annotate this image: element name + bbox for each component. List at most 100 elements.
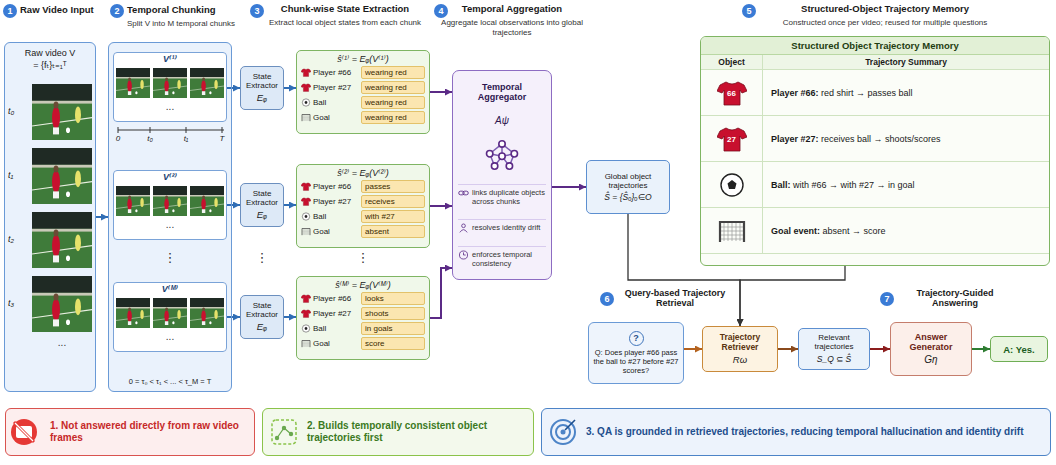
goal-net — [302, 120, 310, 121]
node-text: Eᵩ — [257, 321, 268, 332]
goal-net — [723, 223, 724, 241]
network-node — [499, 153, 505, 159]
summary-subject: Goal event: — [771, 226, 820, 236]
state-row: Player #27 wearing red — [301, 81, 425, 94]
goal-net — [306, 229, 307, 235]
link-shape — [463, 191, 469, 195]
chunk-fill — [113, 282, 227, 352]
trajectory-icon — [272, 420, 296, 444]
connector-arrow — [778, 348, 798, 350]
connector-arrow — [430, 205, 452, 207]
connector-arrow — [227, 316, 240, 318]
goal-net — [720, 234, 744, 235]
person-shape — [462, 224, 466, 228]
object-state: in goals — [361, 322, 425, 335]
object-name: Player #27 — [313, 83, 351, 92]
node-text: 3. QA is grounded in retrieved trajector… — [586, 426, 1042, 438]
object-cell: Goal — [301, 113, 361, 122]
time-label: t₃ — [8, 298, 30, 308]
state-row: Goalwearing red — [301, 111, 425, 124]
jersey-icon — [301, 182, 311, 191]
node-text: V⁽²⁾ — [114, 171, 226, 182]
summary-cell: Player #27: receives ball → shoots/score… — [763, 116, 1049, 162]
ball-patch — [305, 215, 308, 218]
aggregator-note: resolves identity drift — [472, 223, 540, 232]
panel-fill — [4, 42, 96, 392]
section-title: Temporal Aggregation — [442, 4, 582, 15]
chunk-frame — [153, 298, 187, 328]
node-text: State Extractor — [244, 302, 280, 320]
connector-arrow — [284, 204, 296, 206]
goal-net — [304, 115, 305, 121]
connector-arrow — [972, 348, 990, 350]
chunk-frame — [190, 298, 224, 328]
object-cell: Ball — [301, 98, 361, 107]
state-row: Goalabsent — [301, 225, 425, 238]
state-row: Player #66looks — [301, 292, 425, 305]
object-state: wearing red — [361, 81, 425, 94]
video-frame — [32, 212, 92, 268]
state-formula: ŝ⁽²⁾ = Eᵩ(V⁽²⁾) — [301, 168, 425, 178]
trajectory-icon — [282, 426, 286, 430]
section-subtitle: Split V into M temporal chunks — [127, 19, 252, 29]
ball-icon — [717, 172, 747, 198]
summary-text: receives ball → shoots/scores — [819, 134, 941, 144]
answer-box: A: Yes. — [990, 336, 1048, 362]
goal-net — [302, 117, 310, 118]
state-row: Player #27receives — [301, 195, 425, 208]
object-cell: Player #66 — [301, 182, 361, 191]
extractor-box: State ExtractorEᵩ — [240, 66, 284, 110]
section-subtitle: Aggregate local observations into global… — [437, 18, 587, 37]
object-state: wearing red — [361, 96, 425, 109]
vertical-ellipsis: ⋮ — [353, 251, 373, 265]
goal-net — [306, 115, 307, 121]
summary-subject: Ball: — [771, 180, 791, 190]
no-video-icon — [11, 419, 37, 445]
tick-label: T — [215, 134, 229, 143]
object-name: Ball — [313, 98, 326, 107]
column-header: Trajectory Summary — [763, 55, 1049, 70]
goal-net — [302, 344, 310, 345]
object-cell: Goal — [301, 339, 361, 348]
object-cell: Player #27 — [301, 197, 361, 206]
summary-cell: Ball: with #66 → with #27 → in goal — [763, 162, 1049, 208]
object-state: shoots — [361, 307, 425, 320]
object-state: score — [361, 337, 425, 350]
jersey-icon — [301, 309, 311, 318]
goal-net — [302, 342, 310, 343]
net-icon — [482, 139, 522, 171]
ball-icon — [301, 212, 311, 221]
node-text: Global object trajectories — [590, 172, 666, 190]
trajectory-icon — [289, 432, 293, 436]
object-state: with #27 — [361, 210, 425, 223]
ellipsis: ... — [155, 102, 185, 112]
network-node — [506, 163, 512, 169]
summary-text: with #66 → with #27 → in goal — [791, 180, 915, 190]
node-text: Answer Generator — [894, 333, 968, 353]
clock-icon — [458, 250, 469, 260]
question-icon: ? — [629, 331, 644, 346]
node-text: 0 = τ₀ < τ₁ < ... < τ_M = T — [109, 377, 231, 386]
node-text: Trajectory Retriever — [706, 333, 774, 352]
state-box: ŝ⁽²⁾ = Eᵩ(V⁽²⁾)Player #66passesPlayer #2… — [296, 164, 430, 248]
tick-label: t₁ — [179, 134, 193, 143]
goal-frame — [720, 222, 744, 242]
goal-net — [739, 223, 740, 241]
trajectory-box: Relevant trajectoriesS_Q ⊆ Ŝ — [798, 328, 870, 370]
connector-arrow — [227, 204, 240, 206]
ball-patch — [305, 101, 308, 104]
aggregator-item: enforces temporal consistency — [458, 246, 546, 268]
object-name: Ball — [313, 212, 326, 221]
summary-cell: Player #66: red shirt → passes ball — [763, 70, 1049, 116]
section-title: Structured-Object Trajectory Memory — [755, 4, 1015, 15]
section-subtitle: Extract local object states from each ch… — [253, 18, 438, 28]
takeaway-fill — [5, 408, 255, 456]
state-box: ŝ⁽ᴹ⁾ = Eᵩ(V⁽ᴹ⁾)Player #66looksPlayer #27… — [296, 276, 430, 360]
timeline-tick — [222, 127, 223, 133]
jersey-number: 27 — [701, 135, 762, 144]
object-name: Goal — [313, 227, 330, 236]
tick-label: 0 — [111, 134, 125, 143]
takeaway-box: 1. Not answered directly from raw video … — [5, 408, 255, 456]
goal-frame — [302, 115, 310, 122]
